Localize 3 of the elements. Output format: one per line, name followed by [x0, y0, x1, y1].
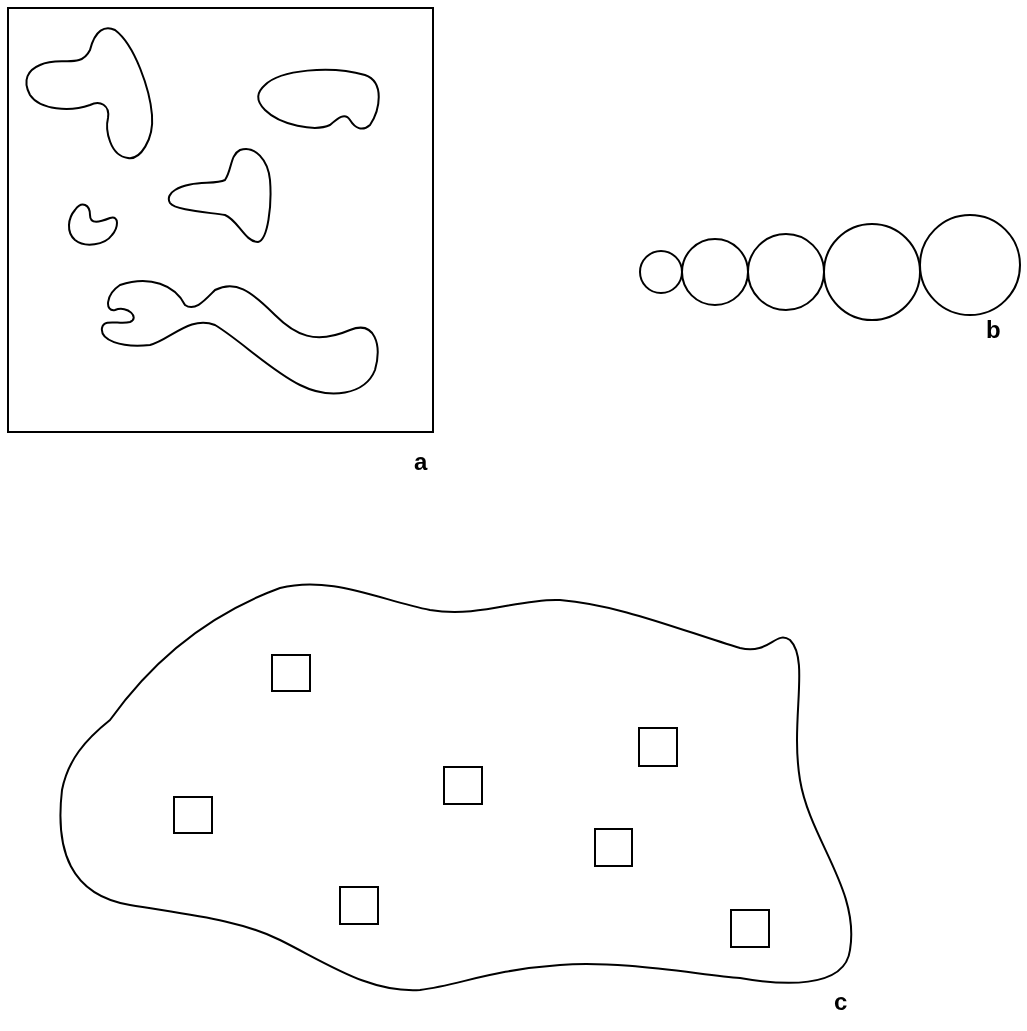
- panel-letter: a: [414, 450, 428, 474]
- panel-letter: b: [986, 318, 1001, 342]
- panel-letter: c: [834, 990, 848, 1014]
